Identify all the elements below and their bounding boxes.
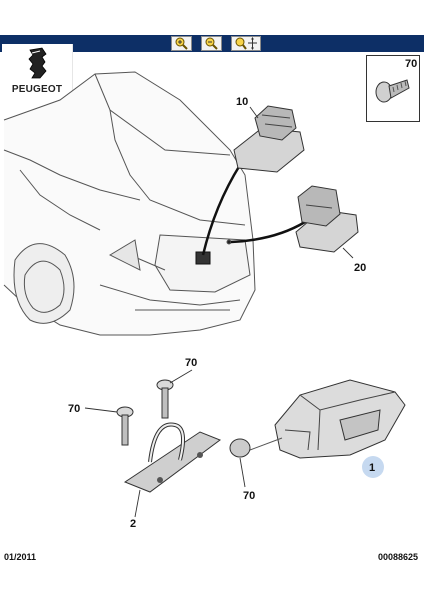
footer-reference: 00088625 — [377, 552, 418, 562]
tailgate-switch-20 — [295, 185, 359, 253]
zoom-out-button[interactable] — [201, 36, 222, 51]
peugeot-logo: PEUGEOT — [2, 44, 73, 106]
zoom-in-icon — [175, 37, 188, 50]
callout-70-top: 70 — [185, 357, 197, 369]
callout-1-highlight — [362, 456, 384, 478]
bolt-left — [116, 406, 134, 446]
footer-date: 01/2011 — [4, 552, 37, 562]
striker-plate-2 — [123, 422, 222, 493]
callout-70-thumb: 70 — [405, 58, 418, 70]
callout-20: 20 — [354, 262, 366, 274]
screw-icon — [375, 79, 410, 103]
tailgate-switch-10 — [233, 105, 305, 173]
viewer-toolbar — [0, 35, 424, 52]
callout-10: 10 — [236, 96, 248, 108]
callout-1: 1 — [369, 462, 375, 474]
zoom-pan-icon — [235, 37, 257, 50]
zoom-in-button[interactable] — [171, 36, 192, 51]
tailgate-lock-1 — [274, 379, 406, 459]
screw-thumbnail: 70 — [366, 55, 420, 122]
brand-name: PEUGEOT — [11, 84, 63, 95]
bolt-top — [156, 379, 174, 419]
callout-70-bottom: 70 — [243, 490, 255, 502]
car-rear-illustration — [3, 71, 256, 336]
zoom-pan-button[interactable] — [231, 36, 261, 51]
callout-2: 2 — [130, 518, 136, 530]
callout-70-left: 70 — [68, 403, 80, 415]
peugeot-lion-icon — [28, 47, 47, 79]
zoom-out-icon — [205, 37, 218, 50]
